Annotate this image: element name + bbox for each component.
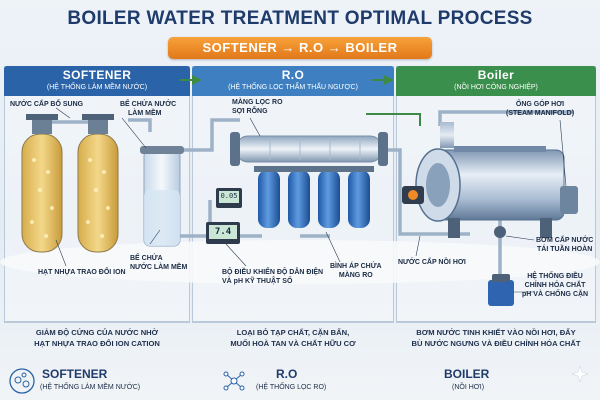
softener-description: GIẢM ĐỘ CỨNG CỦA NƯỚC NHỜ HẠT NHỰA TRAO … bbox=[4, 322, 190, 358]
conductivity-meter bbox=[216, 188, 242, 208]
boiler-description-line1: BƠM NƯỚC TINH KHIẾT VÀO NỒI HƠI, ĐẨY bbox=[416, 328, 576, 337]
page-title: BOILER WATER TREATMENT OPTIMAL PROCESS bbox=[67, 8, 533, 29]
controller-line1: BỘ ĐIỀU KHIỂN ĐỘ DẪN ĐIỆN bbox=[222, 269, 324, 276]
soft-tank-bottom-line1: BỂ CHỨA bbox=[130, 255, 163, 262]
recirculation-pump bbox=[494, 226, 506, 238]
soft-tank-top-label: BỂ CHỨA NƯỚC LÀM MỀM bbox=[120, 100, 176, 118]
soft-tank-top-line2: LÀM MỀM bbox=[128, 110, 162, 117]
boiler-description-line2: BÙ NƯỚC NGƯNG VÀ ĐIỀU CHỈNH HÓA CHẤT bbox=[411, 339, 581, 348]
boiler-vessel bbox=[415, 122, 565, 238]
ro-to-boiler-pipe bbox=[380, 148, 470, 236]
process-banner: SOFTENER → R.O → BOILER bbox=[168, 37, 432, 59]
steam-manifold-label: ỐNG GÓP HƠI (STEAM MANIFOLD) bbox=[506, 100, 574, 118]
steam-manifold-line2: (STEAM MANIFOLD) bbox=[506, 110, 575, 117]
controller-line2: VÀ pH KỸ THUẬT SỐ bbox=[222, 278, 293, 285]
make-up-water-label: NƯỚC CẤP BỔ SUNG bbox=[10, 101, 84, 108]
soft-tank-top-line1: BỂ CHỨA NƯỚC bbox=[120, 101, 177, 108]
ro-description: LOẠI BỎ TẠP CHẤT, CẶN BẨN, MUỐI HOÀ TAN … bbox=[192, 322, 394, 358]
ro-vessels bbox=[254, 166, 374, 228]
footer-ro-title: R.O bbox=[276, 367, 298, 381]
ro-membrane-tube bbox=[230, 132, 388, 166]
ro-header: R.O (HỆ THỐNG LỌC THẨM THẤU NGƯỢC) bbox=[192, 66, 394, 96]
softener-column-2 bbox=[77, 114, 119, 253]
pressure-tank-line1: BÌNH ÁP CHỨA bbox=[330, 263, 382, 270]
softener-header-subtitle: (HỆ THỐNG LÀM MỀM NƯỚC) bbox=[46, 84, 148, 91]
pipe-network bbox=[34, 110, 574, 278]
controller-label: BỘ ĐIỀU KHIỂN ĐỘ DẪN ĐIỆN VÀ pH KỸ THUẬT… bbox=[222, 268, 323, 286]
softener-header-title: SOFTENER bbox=[62, 68, 132, 82]
soft-tank-bottom-line2: NƯỚC LÀM MỀM bbox=[130, 264, 188, 271]
steam-line bbox=[438, 110, 574, 126]
burner-unit bbox=[402, 186, 424, 204]
footer-softener-subtitle: (HỆ THỐNG LÀM MỀM NƯỚC) bbox=[40, 384, 141, 391]
steam-manifold bbox=[560, 186, 578, 214]
softener-description-line2: HẠT NHỰA TRAO ĐỔI ION CATION bbox=[34, 339, 160, 348]
ro-description-line2: MUỐI HOÀ TAN VÀ CHẤT HỮU CƠ bbox=[230, 339, 356, 348]
chem-line3: pH VÀ CHỐNG CẶN bbox=[522, 291, 589, 298]
soft-water-tank bbox=[140, 146, 184, 247]
ro-membrane-line2: SỢI RỖNG bbox=[232, 108, 268, 115]
boiler-header-subtitle: (NỒI HƠI CÔNG NGHIỆP) bbox=[454, 84, 538, 91]
boiler-description: BƠM NƯỚC TINH KHIẾT VÀO NỒI HƠI, ĐẨY BÙ … bbox=[396, 322, 596, 358]
resin-label: HẠT NHỰA TRAO ĐỔI ION bbox=[38, 269, 126, 276]
pressure-tank-label: BÌNH ÁP CHỨA MÀNG RO bbox=[330, 262, 382, 280]
ground-area bbox=[0, 240, 600, 284]
pressure-tank-line2: MÀNG RO bbox=[338, 272, 373, 279]
softener-column-1 bbox=[21, 114, 63, 253]
softener-to-tank-pipe bbox=[128, 118, 152, 132]
chemical-dosing-tank bbox=[488, 274, 514, 306]
feed-water-label: NƯỚC CẤP NỒI HƠI bbox=[398, 259, 466, 266]
footer-softener-title: SOFTENER bbox=[42, 367, 108, 381]
footer-boiler-subtitle: (NỒI HƠI) bbox=[452, 384, 485, 391]
softener-header: SOFTENER (HỆ THỐNG LÀM MỀM NƯỚC) bbox=[4, 66, 190, 96]
boiler-header: Boiler (NỒI HƠI CÔNG NGHIỆP) bbox=[396, 66, 596, 96]
ro-membrane-label: MÀNG LỌC RO SỢI RỖNG bbox=[232, 98, 283, 116]
ro-header-subtitle: (HỆ THỐNG LỌC THẨM THẤU NGƯỢC) bbox=[228, 84, 358, 91]
pump-line2: TÁI TUẦN HOÀN bbox=[537, 246, 593, 253]
pump-line1: BƠM CẤP NƯỚC bbox=[536, 237, 594, 244]
flow-arrows bbox=[180, 75, 421, 126]
chem-line1: HỆ THỐNG ĐIỀU bbox=[527, 273, 583, 280]
sparkle-icon bbox=[571, 365, 589, 383]
ph-meter bbox=[206, 222, 240, 244]
footer-ro-subtitle: (HỆ THỐNG LỌC RO) bbox=[256, 384, 327, 391]
chem-line2: CHỈNH HÓA CHẤT bbox=[524, 282, 586, 289]
boiler-header-title: Boiler bbox=[477, 68, 515, 82]
label-pointers bbox=[55, 107, 567, 293]
conductivity-readout: 0.05 bbox=[220, 192, 238, 200]
pump-label: BƠM CẤP NƯỚC TÁI TUẦN HOÀN bbox=[536, 236, 593, 254]
chem-label: HỆ THỐNG ĐIỀU CHỈNH HÓA CHẤT pH VÀ CHỐNG… bbox=[522, 272, 588, 299]
tank-to-ro-pipe bbox=[178, 118, 240, 152]
water-drops-icon bbox=[9, 368, 35, 394]
softener-description-line1: GIẢM ĐỘ CỨNG CỦA NƯỚC NHỜ bbox=[35, 328, 159, 337]
ro-description-line1: LOẠI BỎ TẠP CHẤT, CẶN BẨN, bbox=[236, 328, 350, 337]
ro-header-title: R.O bbox=[281, 68, 305, 82]
ro-membrane-line1: MÀNG LỌC RO bbox=[232, 99, 283, 106]
molecule-icon bbox=[223, 371, 245, 391]
steam-manifold-line1: ỐNG GÓP HƠI bbox=[515, 101, 565, 108]
footer-boiler-title: BOILER bbox=[444, 367, 490, 381]
soft-tank-bottom-label: BỂ CHỨA NƯỚC LÀM MỀM bbox=[130, 254, 187, 272]
ph-readout: 7.4 bbox=[214, 227, 232, 237]
